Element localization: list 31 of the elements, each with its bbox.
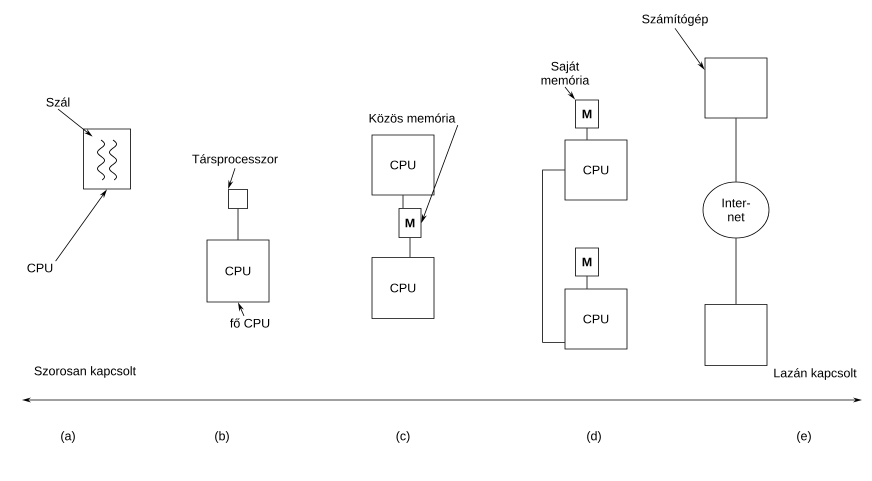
connector-line	[586, 276, 588, 289]
cpu-box	[83, 128, 131, 190]
callout-label: CPU	[27, 264, 52, 272]
memory-box: M	[575, 248, 599, 276]
callout-label: Saját memória	[542, 61, 590, 85]
cpu-box: CPU	[564, 288, 628, 350]
coprocessor-box	[228, 189, 248, 209]
callout-label: Számítógép	[642, 14, 708, 26]
callout-label: Szál	[46, 97, 70, 107]
callout-label: Közös memória	[370, 113, 456, 123]
connector-line	[542, 170, 565, 343]
callout-label: fő CPU	[230, 318, 270, 328]
cpu-box: CPU	[564, 140, 628, 200]
computer-box	[704, 58, 768, 118]
panel-label: (d)	[587, 431, 601, 443]
memory-box: M	[398, 208, 422, 238]
cpu-box: CPU	[206, 240, 270, 302]
callout-label: Társprocesszor	[192, 154, 278, 166]
connector-line	[402, 195, 404, 208]
panel-label: (a)	[61, 431, 75, 443]
panel-label: (b)	[215, 431, 229, 443]
cpu-box: CPU	[372, 257, 434, 319]
computer-box	[704, 304, 768, 366]
thread-drawing	[97, 140, 117, 180]
connector-line	[586, 128, 588, 140]
axis-label: Lazán kapcsolt	[774, 368, 857, 380]
panel-label: (c)	[396, 431, 410, 443]
cpu-box: CPU	[372, 134, 434, 196]
memory-box: M	[575, 100, 599, 128]
panel-label: (e)	[797, 431, 811, 443]
axis-label: Szorosan kapcsolt	[34, 366, 136, 378]
